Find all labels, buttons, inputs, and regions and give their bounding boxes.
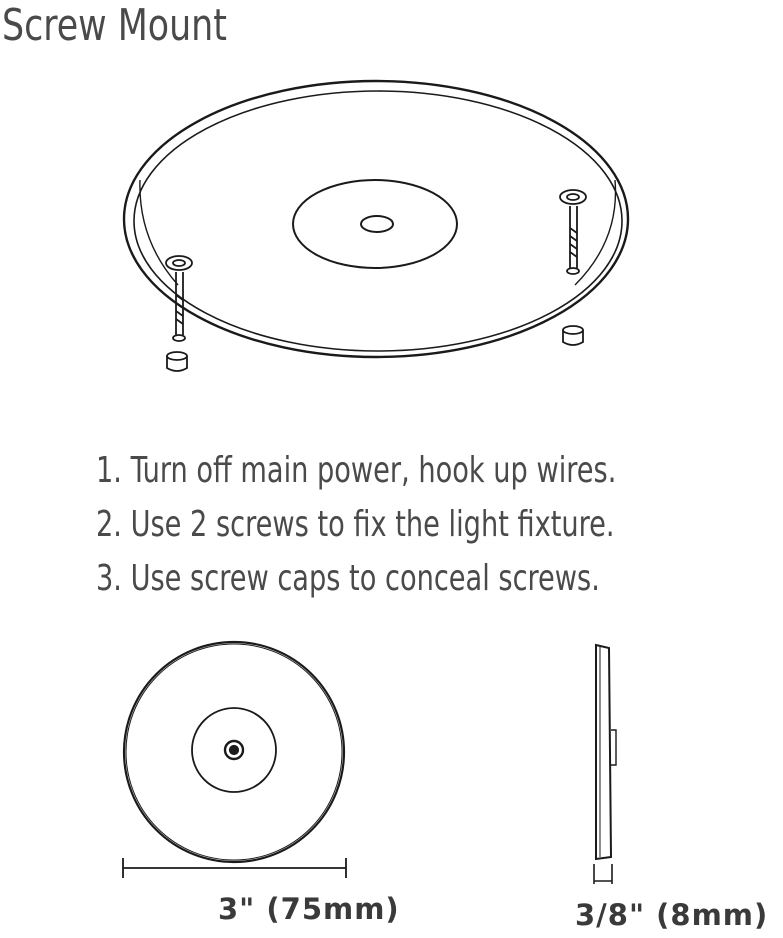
- top-view-plate: [122, 640, 346, 864]
- width-dimension-line: [122, 858, 347, 878]
- thickness-dimension-label: 3/8" (8mm): [575, 898, 769, 932]
- left-screw-cap-icon: [166, 351, 188, 372]
- right-screw-cap-icon: [562, 325, 584, 346]
- instruction-step-3: 3. Use screw caps to conceal screws.: [96, 558, 600, 599]
- instruction-step-2: 2. Use 2 screws to fix the light fixture…: [96, 504, 615, 545]
- right-screw-icon: [559, 189, 587, 275]
- width-dimension-label: 3" (75mm): [218, 892, 400, 926]
- side-view-plate: [595, 643, 617, 861]
- instruction-list: 1. Turn off main power, hook up wires. 2…: [96, 444, 715, 606]
- left-screw-icon: [165, 255, 193, 342]
- perspective-mount-plate: [122, 79, 630, 359]
- instruction-step-1: 1. Turn off main power, hook up wires.: [96, 450, 617, 491]
- page-title: Screw Mount: [2, 0, 227, 51]
- thickness-dimension-line: [593, 864, 613, 884]
